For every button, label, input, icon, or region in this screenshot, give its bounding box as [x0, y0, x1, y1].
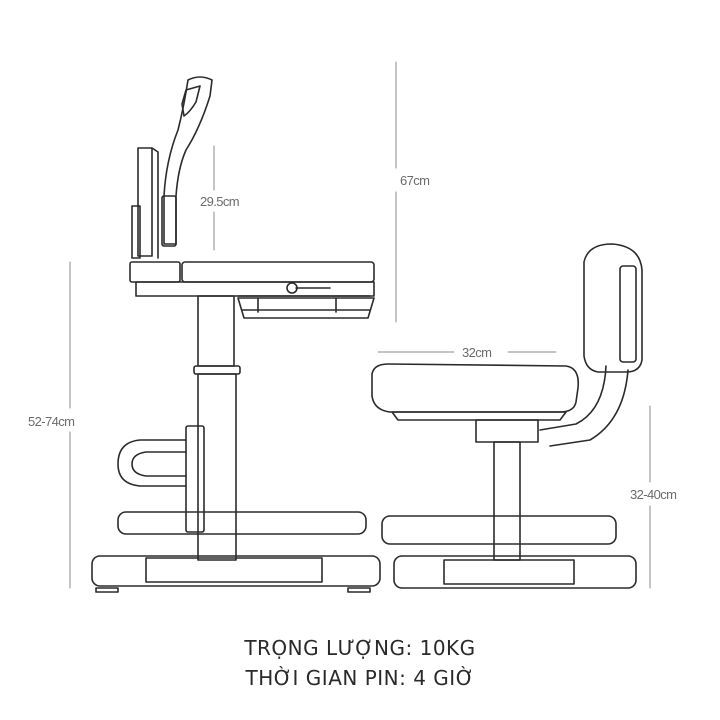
desk-footrest	[91, 439, 381, 593]
book-stand	[131, 147, 159, 259]
desk-column	[185, 295, 241, 561]
seat-width-label: 32cm	[462, 345, 491, 360]
dimension-lines	[69, 61, 651, 589]
weight-caption: TRỌNG LƯỢNG: 10KG	[244, 636, 476, 660]
chair-column	[475, 419, 539, 561]
desk-height-label: 52-74cm	[28, 414, 74, 429]
desk-top	[129, 261, 375, 319]
chair	[371, 243, 643, 589]
seat-height-label: 32-40cm	[630, 487, 676, 502]
chair-backrest	[539, 243, 643, 447]
chair-seat	[371, 363, 580, 421]
chair-base	[381, 515, 637, 589]
backrest-height-label: 67cm	[400, 173, 429, 188]
desk	[91, 76, 381, 593]
lamp-height-label: 29.5cm	[200, 194, 239, 209]
battery-caption: THỜI GIAN PIN: 4 GIỜ	[245, 666, 475, 690]
desk-lamp	[161, 76, 213, 247]
